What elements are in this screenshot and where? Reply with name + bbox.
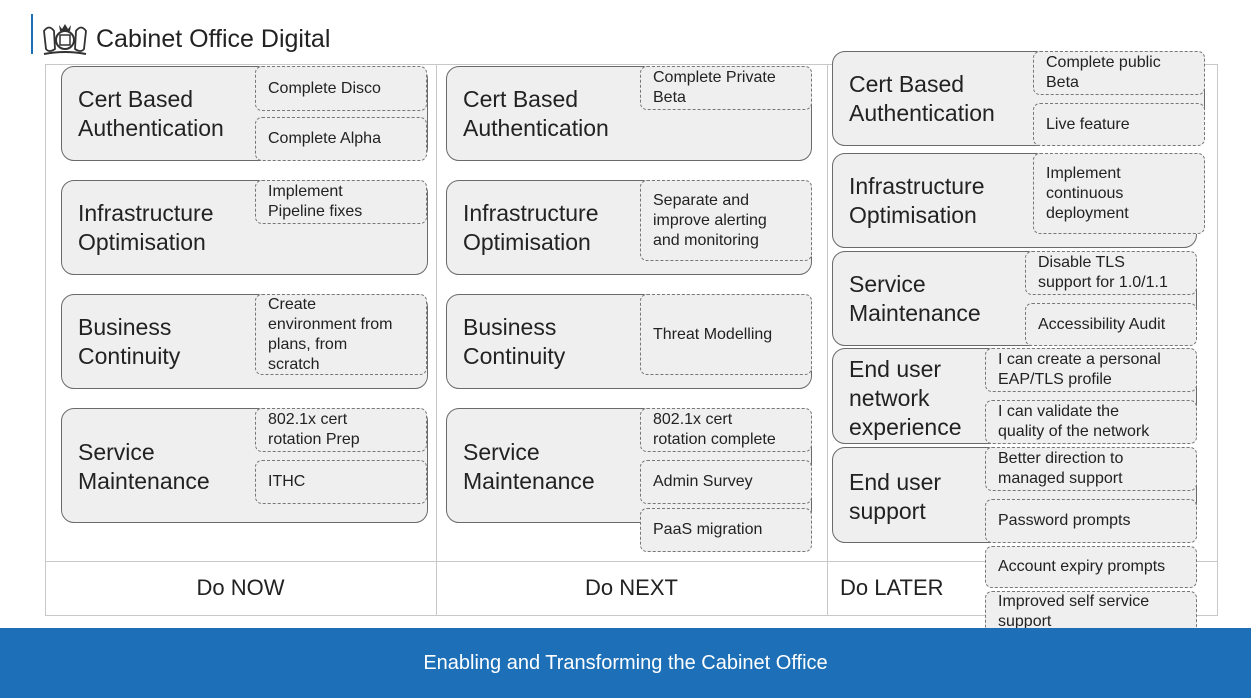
- column-label-divider: [45, 561, 1218, 562]
- column-label-later: Do LATER: [840, 575, 944, 600]
- kanban-board: [45, 64, 1218, 616]
- footer-tagline: Enabling and Transforming the Cabinet Of…: [423, 652, 828, 674]
- task-threat-modelling[interactable]: Threat Modelling: [640, 294, 812, 375]
- task-password-prompts[interactable]: Password prompts: [985, 499, 1197, 543]
- column-label-now: Do NOW: [196, 575, 285, 600]
- brand-accent-bar: [31, 14, 33, 54]
- task-accessibility-audit[interactable]: Accessibility Audit: [1025, 303, 1197, 346]
- brand-name: Cabinet Office Digital: [96, 25, 331, 53]
- task-live-feature[interactable]: Live feature: [1033, 103, 1205, 146]
- task-complete-disco[interactable]: Complete Disco: [255, 66, 427, 111]
- column-label-next: Do NEXT: [585, 575, 678, 600]
- column-divider: [436, 64, 437, 616]
- task-ithc[interactable]: ITHC: [255, 460, 427, 504]
- royal-crest-icon: [43, 24, 87, 55]
- task-admin-survey[interactable]: Admin Survey: [640, 460, 812, 504]
- task-account-expiry-prompts[interactable]: Account expiry prompts: [985, 546, 1197, 588]
- task-complete-alpha[interactable]: Complete Alpha: [255, 117, 427, 161]
- footer-bar: [0, 628, 1251, 698]
- column-divider: [827, 64, 828, 616]
- task-paas-migration[interactable]: PaaS migration: [640, 508, 812, 552]
